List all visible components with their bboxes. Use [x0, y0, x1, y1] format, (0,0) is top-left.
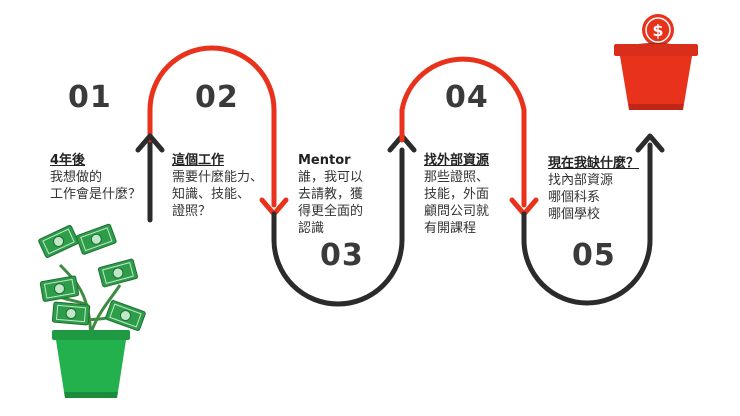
step-04-text: 找外部資源 那些證照、 技能，外面 顧問公司就 有開課程: [424, 152, 489, 237]
step-01-text: 4年後 我想做的 工作會是什麼？: [50, 152, 141, 203]
step-03-heading: Mentor: [298, 153, 351, 168]
step-03-body: 誰，我可以 去請教，獲 得更全面的 認識: [298, 170, 364, 236]
up-arrow-icon: [635, 133, 665, 153]
step-number-02: 02: [195, 80, 239, 115]
step-05-text: 現在我缺什麼？ 找內部資源 哪個科系 哪個學校: [548, 155, 639, 223]
step-number-03: 03: [320, 238, 364, 273]
up-arrow-icon: [135, 133, 165, 153]
step-05-body: 找內部資源 哪個科系 哪個學校: [548, 173, 614, 222]
step-04-heading: 找外部資源: [424, 153, 490, 168]
step-number-05: 05: [572, 238, 616, 273]
svg-text:$: $: [652, 21, 663, 40]
path-segment-2: [271, 147, 405, 307]
step-01-body: 我想做的 工作會是什麼？: [50, 170, 142, 202]
step-number-01: 01: [68, 80, 112, 115]
step-01-heading: 4年後: [50, 153, 86, 168]
step-02-heading: 這個工作: [172, 153, 225, 168]
path-segment-1: [147, 45, 277, 223]
path-segment-3: [399, 56, 527, 208]
step-number-04: 04: [445, 80, 489, 115]
step-02-text: 這個工作 需要什麼能力、 知識、技能、 證照？: [172, 152, 263, 220]
step-04-body: 那些證照、 技能，外面 顧問公司就 有開課程: [424, 170, 490, 236]
path-segment-4: [521, 142, 653, 306]
red-pot-with-coin-icon: $: [614, 14, 698, 110]
money-plant-pot-icon: [38, 223, 146, 398]
step-02-body: 需要什麼能力、 知識、技能、 證照？: [172, 170, 264, 219]
step-05-heading: 現在我缺什麼？: [548, 156, 640, 171]
step-03-text: Mentor 誰，我可以 去請教，獲 得更全面的 認識: [298, 152, 363, 237]
